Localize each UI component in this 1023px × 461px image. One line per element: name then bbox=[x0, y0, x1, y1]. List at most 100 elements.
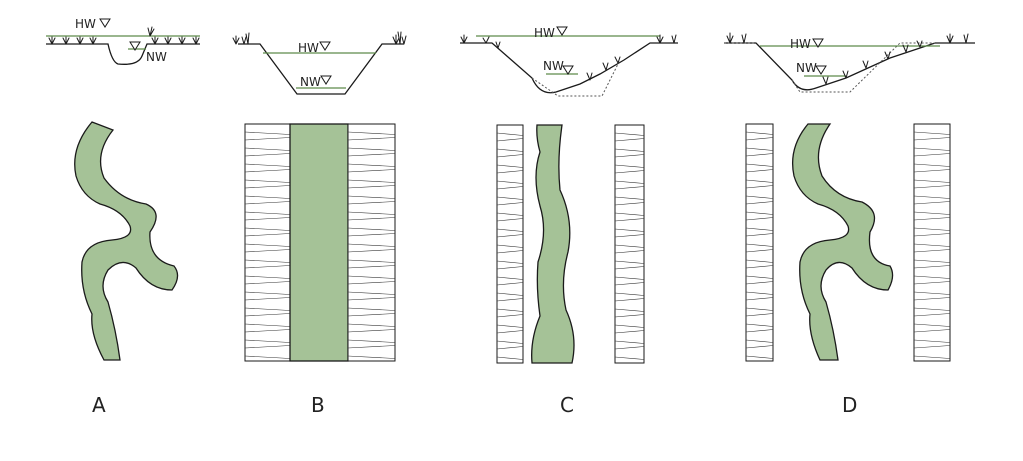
hatch-line bbox=[496, 180, 524, 184]
panel-a-cross-section: HW NW bbox=[46, 17, 200, 65]
hatch-line bbox=[913, 339, 951, 343]
hatch-line bbox=[244, 281, 291, 285]
hatch-line bbox=[244, 313, 291, 317]
hatch-line bbox=[614, 356, 645, 360]
hatch-line bbox=[745, 297, 774, 301]
hatch-line bbox=[913, 147, 951, 151]
hatch-line bbox=[496, 202, 524, 206]
hatch-line bbox=[614, 234, 645, 238]
hatch-line bbox=[496, 234, 524, 238]
hatch-line bbox=[614, 202, 645, 206]
hatch-line bbox=[614, 164, 645, 168]
hatch-line bbox=[496, 340, 524, 344]
hatch-line bbox=[347, 297, 396, 301]
hatch-line bbox=[745, 179, 774, 183]
hatch-line bbox=[244, 297, 291, 301]
hatch-line bbox=[745, 211, 774, 215]
hatch-line bbox=[913, 297, 951, 301]
hatch-line bbox=[347, 137, 396, 141]
hatch-line bbox=[244, 217, 291, 221]
hatch-line bbox=[913, 345, 951, 349]
nw-triangle-icon bbox=[320, 75, 332, 85]
hatch-line bbox=[913, 227, 951, 231]
hatch-line bbox=[745, 195, 774, 199]
hatch-line bbox=[745, 137, 774, 141]
hatch-line bbox=[614, 340, 645, 344]
hatch-line bbox=[913, 131, 951, 135]
hatch-line bbox=[614, 308, 645, 312]
hatch-line bbox=[244, 249, 291, 253]
hatch-line bbox=[614, 260, 645, 264]
hatch-line bbox=[745, 313, 774, 317]
hatch-line bbox=[745, 249, 774, 253]
hatch-line bbox=[244, 323, 291, 327]
hatch-line bbox=[913, 233, 951, 237]
hatch-line bbox=[614, 196, 645, 200]
hatch-line bbox=[614, 250, 645, 254]
hatch-line bbox=[913, 211, 951, 215]
nw-label: NW bbox=[300, 75, 321, 89]
hatch-line bbox=[347, 131, 396, 135]
hatch-line bbox=[496, 282, 524, 286]
hatch-line bbox=[913, 185, 951, 189]
hatch-line bbox=[347, 211, 396, 215]
hatch-line bbox=[913, 195, 951, 199]
nw-triangle-icon bbox=[815, 65, 827, 75]
hw-triangle-icon bbox=[99, 18, 111, 28]
hatch-line bbox=[913, 249, 951, 253]
hatch-line bbox=[745, 307, 774, 311]
hatch-line bbox=[244, 345, 291, 349]
hatch-line bbox=[244, 291, 291, 295]
hatch-line bbox=[496, 218, 524, 222]
hatch-line bbox=[745, 259, 774, 263]
hatch-line bbox=[347, 169, 396, 173]
panel-d-left-hatching bbox=[745, 131, 774, 359]
hatch-line bbox=[496, 308, 524, 312]
hatch-line bbox=[347, 249, 396, 253]
panel-c-label: C bbox=[560, 393, 574, 417]
hatch-line bbox=[244, 153, 291, 157]
hatch-line bbox=[496, 276, 524, 280]
hatch-line bbox=[745, 339, 774, 343]
hatch-line bbox=[614, 186, 645, 190]
hatch-line bbox=[496, 186, 524, 190]
hatch-line bbox=[244, 185, 291, 189]
hw-label: HW bbox=[790, 37, 811, 51]
hatch-line bbox=[614, 180, 645, 184]
hatch-line bbox=[244, 169, 291, 173]
panel-b-left-hatching bbox=[244, 131, 291, 359]
hatch-line bbox=[496, 330, 524, 334]
hatch-line bbox=[496, 154, 524, 158]
hatch-line bbox=[244, 355, 291, 359]
hatch-line bbox=[745, 281, 774, 285]
hatch-line bbox=[347, 355, 396, 359]
hatch-line bbox=[913, 291, 951, 295]
panel-d-river bbox=[791, 123, 894, 361]
panel-c-left-hatching bbox=[496, 132, 524, 360]
hatch-line bbox=[496, 260, 524, 264]
hatch-line bbox=[244, 329, 291, 333]
hatch-line bbox=[496, 356, 524, 360]
hatch-line bbox=[614, 276, 645, 280]
panel-b-river bbox=[289, 123, 349, 362]
hatch-line bbox=[244, 339, 291, 343]
hatch-line bbox=[496, 228, 524, 232]
hatch-line bbox=[244, 147, 291, 151]
hatch-line bbox=[614, 244, 645, 248]
nw-triangle-icon bbox=[129, 41, 141, 51]
hatch-line bbox=[244, 265, 291, 269]
hatch-line bbox=[913, 243, 951, 247]
panel-d-right-bank bbox=[913, 123, 951, 362]
hatch-line bbox=[347, 275, 396, 279]
hatch-line bbox=[347, 217, 396, 221]
hatch-line bbox=[496, 244, 524, 248]
hatch-line bbox=[347, 265, 396, 269]
nw-label: NW bbox=[796, 61, 817, 75]
hatch-line bbox=[347, 339, 396, 343]
hw-triangle-icon bbox=[812, 38, 824, 48]
hw-label: HW bbox=[75, 17, 96, 31]
nw-label: NW bbox=[543, 59, 564, 73]
hatch-line bbox=[745, 217, 774, 221]
hatch-line bbox=[745, 291, 774, 295]
